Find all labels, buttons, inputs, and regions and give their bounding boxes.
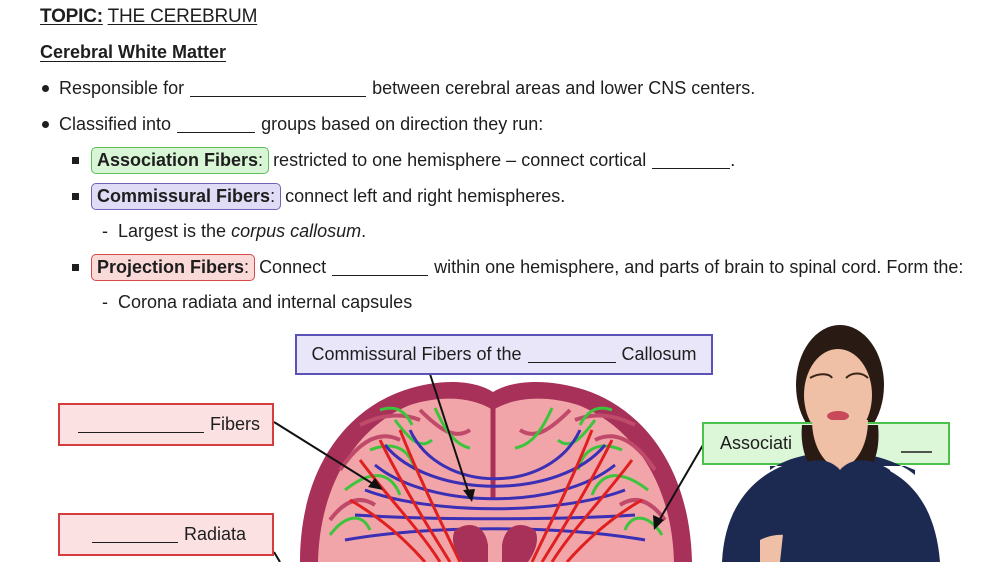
topic-title: TOPIC: THE CEREBRUM <box>40 6 257 28</box>
arrow-association <box>656 444 704 525</box>
arrowhead-association <box>653 515 664 530</box>
projection-fiber-lines <box>349 429 643 562</box>
arrow-fibers <box>273 421 379 488</box>
bullet-responsible: Responsible for between cerebral areas a… <box>42 78 755 99</box>
blank-field <box>77 416 204 433</box>
topic-text: THE CEREBRUM <box>107 6 258 27</box>
sub-corona-radiata: - Corona radiata and internal capsules <box>102 292 413 312</box>
topic-prefix: TOPIC: <box>40 6 103 27</box>
label-commissural-callosum: Commissural Fibers of the Callosum <box>295 334 713 375</box>
item-association-fibers: Association Fibers: restricted to one he… <box>72 147 735 174</box>
bullet-dot <box>42 85 49 92</box>
bullet-dot <box>42 121 49 128</box>
label-association: Associati <box>702 422 950 465</box>
blank-field <box>190 80 367 97</box>
item-commissural-fibers: Commissural Fibers: connect left and rig… <box>72 183 565 210</box>
lateral-ventricle-left <box>452 525 488 562</box>
blank-field <box>177 116 256 133</box>
square-bullet <box>72 264 79 271</box>
blank-field <box>332 259 429 276</box>
arrowhead-commissural <box>463 489 475 502</box>
association-fibers-tag: Association Fibers: <box>91 147 270 174</box>
blank-field <box>652 152 731 169</box>
square-bullet <box>72 157 79 164</box>
commissural-fibers-tag: Commissural Fibers: <box>91 183 282 210</box>
label-radiata: Radiata <box>58 513 274 556</box>
lateral-ventricle-right <box>502 525 538 562</box>
label-fibers: Fibers <box>58 403 274 446</box>
square-bullet <box>72 193 79 200</box>
brain-inner <box>318 398 674 562</box>
arrowhead-fibers <box>368 478 383 490</box>
projection-fibers-tag: Projection Fibers: <box>91 254 256 281</box>
blank-field <box>91 526 178 543</box>
item-projection-fibers: Projection Fibers: Connect within one he… <box>72 254 963 281</box>
section-heading: Cerebral White Matter <box>40 42 227 62</box>
sub-corpus-callosum: - Largest is the corpus callosum. <box>102 221 367 241</box>
association-fiber-lines <box>328 406 664 536</box>
arrow-commissural <box>429 373 471 498</box>
blank-field <box>527 346 616 363</box>
bullet-classified: Classified into groups based on directio… <box>42 114 543 135</box>
arrow-radiata <box>273 551 281 562</box>
